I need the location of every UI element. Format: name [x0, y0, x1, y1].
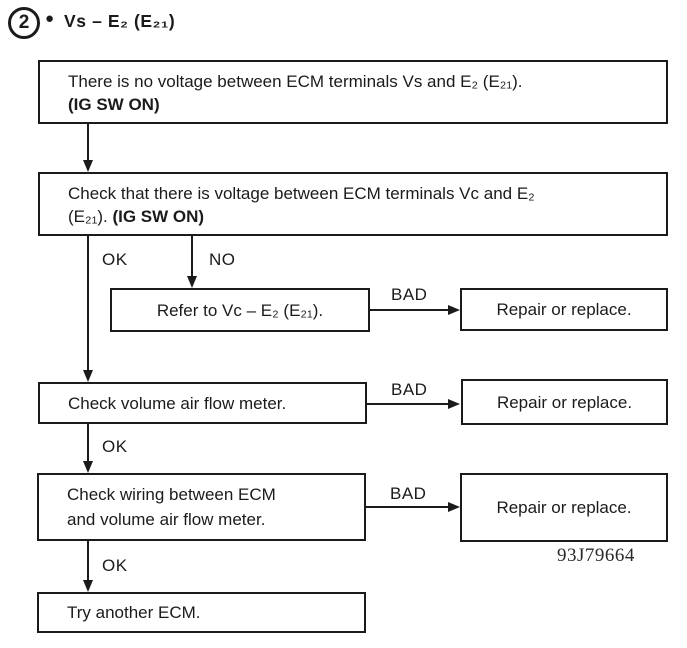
node-tryecm-text: Try another ECM. [67, 603, 201, 622]
arrowhead-into-checkafm [83, 370, 93, 382]
node-check-vc-voltage: Check that there is voltage between ECM … [38, 172, 668, 236]
node-checkvc-line2-bold: (IG SW ON) [112, 207, 205, 226]
connector-ok-to-checkafm [87, 236, 89, 370]
arrowhead-into-checkwiring [83, 461, 93, 473]
edge-label-bad-3: BAD [390, 484, 427, 503]
arrowhead-into-tryecm [83, 580, 93, 592]
node-checkvc-line2: (E₂₁). (IG SW ON) [68, 205, 654, 228]
arrowhead-into-repair2 [448, 399, 460, 409]
node-checkvc-line2-normal: (E₂₁). [68, 207, 108, 226]
connector-checkafm-to-checkwiring [87, 424, 89, 461]
connector-checkwiring-to-repair3 [366, 506, 448, 508]
node-check-air-flow-meter: Check volume air flow meter. [38, 382, 367, 424]
node-repair1-text: Repair or replace. [496, 300, 632, 319]
edge-label-ok-1: OK [102, 250, 128, 269]
flow-title: Vs – E₂ (E₂₁) [64, 11, 176, 31]
node-refer-vc-e2: Refer to Vc – E₂ (E₂₁). [110, 288, 370, 332]
document-code: 93J79664 [557, 545, 635, 566]
arrowhead-into-checkvc [83, 160, 93, 172]
step-number-badge: 2 [8, 7, 40, 39]
arrowhead-into-refer [187, 276, 197, 288]
connector-checkafm-to-repair2 [367, 403, 448, 405]
connector-start-to-checkvc [87, 124, 89, 162]
node-checkwiring-line2: and volume air flow meter. [67, 510, 266, 529]
bullet-icon: ● [45, 10, 55, 27]
node-checkvc-line1: Check that there is voltage between ECM … [68, 184, 535, 203]
edge-label-ok-2: OK [102, 437, 128, 456]
node-repair-or-replace-1: Repair or replace. [460, 288, 668, 331]
node-checkwiring-line1: Check wiring between ECM [67, 485, 276, 504]
node-check-wiring: Check wiring between ECM and volume air … [37, 473, 366, 541]
node-repair3-text: Repair or replace. [496, 498, 632, 517]
node-repair-or-replace-3: Repair or replace. [460, 473, 668, 542]
edge-label-ok-3: OK [102, 556, 128, 575]
connector-refer-to-repair1 [370, 309, 448, 311]
edge-label-no-1: NO [209, 250, 236, 269]
node-repair-or-replace-2: Repair or replace. [461, 379, 668, 425]
node-start-line1: There is no voltage between ECM terminal… [68, 72, 523, 91]
node-checkafm-text: Check volume air flow meter. [68, 393, 287, 413]
arrowhead-into-repair3 [448, 502, 460, 512]
step-number: 2 [18, 12, 30, 33]
connector-checkwiring-to-tryecm [87, 541, 89, 580]
node-start-condition: There is no voltage between ECM terminal… [38, 60, 668, 124]
edge-label-bad-2: BAD [391, 380, 428, 399]
edge-label-bad-1: BAD [391, 285, 428, 304]
node-try-another-ecm: Try another ECM. [37, 592, 366, 633]
node-repair2-text: Repair or replace. [496, 392, 633, 412]
node-refer-text: Refer to Vc – E₂ (E₂₁). [156, 300, 324, 320]
arrowhead-into-repair1 [448, 305, 460, 315]
connector-no-to-refer [191, 236, 193, 276]
node-start-line2: (IG SW ON) [68, 95, 160, 114]
